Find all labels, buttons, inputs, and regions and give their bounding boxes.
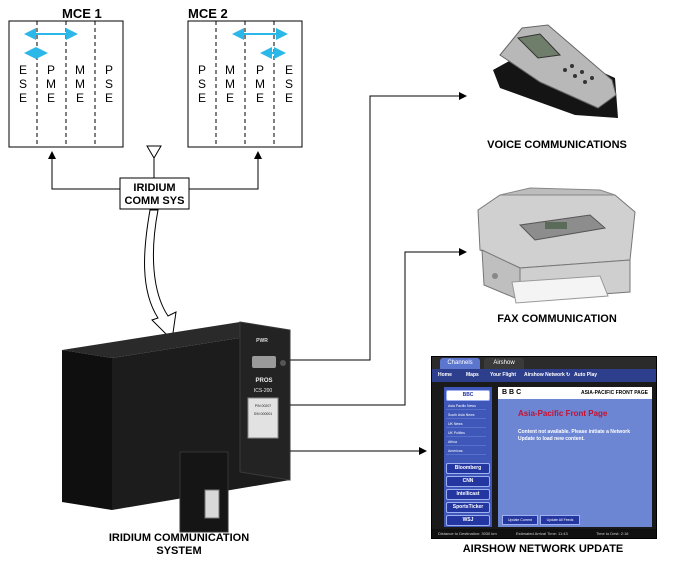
- phone-image: [493, 24, 618, 118]
- sidebar-button-wsj[interactable]: WSJ: [446, 515, 490, 526]
- nav-maps[interactable]: Maps: [466, 372, 479, 378]
- screen-tab-bar: Channels Airshow: [432, 357, 656, 369]
- unit-pn: P/N 00207: [255, 404, 272, 408]
- unit-brand: PROS: [255, 378, 272, 384]
- content-header-title: ASIA-PACIFIC FRONT PAGE: [580, 390, 648, 396]
- iridium-unit-image: [62, 321, 291, 533]
- nav-your-flight[interactable]: Your Flight: [490, 372, 517, 378]
- iridium-box-line2: COMM SYS: [125, 195, 185, 207]
- footer-distance: Distance to Destination: 3030 km: [438, 531, 497, 536]
- airshow-label: AIRSHOW NETWORK UPDATE: [463, 543, 624, 555]
- content-message: Content not available. Please initiate a…: [518, 429, 630, 442]
- footer-time: Time to Dest: 2:16: [596, 531, 629, 536]
- sidebar-item[interactable]: Africa: [446, 438, 486, 446]
- voice-label: VOICE COMMUNICATIONS: [487, 139, 627, 151]
- sidebar-item[interactable]: UK Politics: [446, 429, 486, 437]
- update-all-feeds-button[interactable]: Update All Feeds: [540, 515, 580, 525]
- sidebar-item[interactable]: UK News: [446, 420, 486, 428]
- screen-content-panel: BBC ASIA-PACIFIC FRONT PAGE Asia-Pacific…: [498, 387, 652, 527]
- footer-arrival: Estimated Arrival Time: 11:43: [516, 531, 568, 536]
- mce2-title: MCE 2: [188, 6, 228, 21]
- cable-arrow: [144, 209, 177, 342]
- sidebar-item[interactable]: Asia Pacific News: [446, 402, 486, 410]
- sidebar-bbc[interactable]: BBC: [446, 390, 490, 401]
- sidebar-button-bloomberg[interactable]: Bloomberg: [446, 463, 490, 474]
- screen-footer: Distance to Destination: 3030 km Estimat…: [432, 529, 656, 538]
- connector-fax: [290, 248, 467, 406]
- tab-channels[interactable]: Channels: [440, 358, 480, 369]
- connector-mce2: [189, 151, 262, 190]
- content-header: [498, 387, 652, 399]
- connector-mce1: [48, 151, 120, 190]
- system-label-line2: SYSTEM: [156, 545, 201, 557]
- content-page-title: Asia-Pacific Front Page: [518, 409, 608, 418]
- tab-airshow[interactable]: Airshow: [484, 358, 524, 369]
- fax-image: [477, 187, 636, 304]
- sidebar-item[interactable]: Americas: [446, 447, 486, 455]
- screen-nav-bar: Home Maps Your Flight Airshow Network ↻ …: [432, 369, 656, 382]
- fax-label: FAX COMMUNICATION: [497, 313, 617, 325]
- connector-voice: [290, 92, 467, 361]
- antenna-icon: [146, 145, 162, 159]
- system-label-line1: IRIDIUM COMMUNICATION: [109, 532, 249, 544]
- nav-airshow-network[interactable]: Airshow Network: [524, 372, 565, 378]
- sidebar-item[interactable]: South Asia News: [446, 411, 486, 419]
- sidebar-button-intellicast[interactable]: Intellicast: [446, 489, 490, 500]
- iridium-comm-box: [119, 177, 190, 210]
- mce1-title: MCE 1: [62, 6, 102, 21]
- sidebar-button-cnn[interactable]: CNN: [446, 476, 490, 487]
- iridium-box-line1: IRIDIUM: [133, 182, 175, 194]
- sidebar-button-sportsticker[interactable]: SportsTicker: [446, 502, 490, 513]
- refresh-icon: ↻: [566, 372, 571, 378]
- unit-sn: S/N 000001: [254, 412, 273, 416]
- nav-home[interactable]: Home: [438, 372, 452, 378]
- nav-auto-play[interactable]: Auto Play: [574, 372, 598, 378]
- unit-model: ICS-200: [254, 388, 273, 394]
- update-current-button[interactable]: Update Current: [502, 515, 538, 525]
- airshow-screen: Channels Airshow Home Maps Your Flight A…: [431, 356, 657, 539]
- bbc-logo: BBC: [502, 389, 524, 396]
- unit-pwr-label: PWR: [256, 338, 268, 344]
